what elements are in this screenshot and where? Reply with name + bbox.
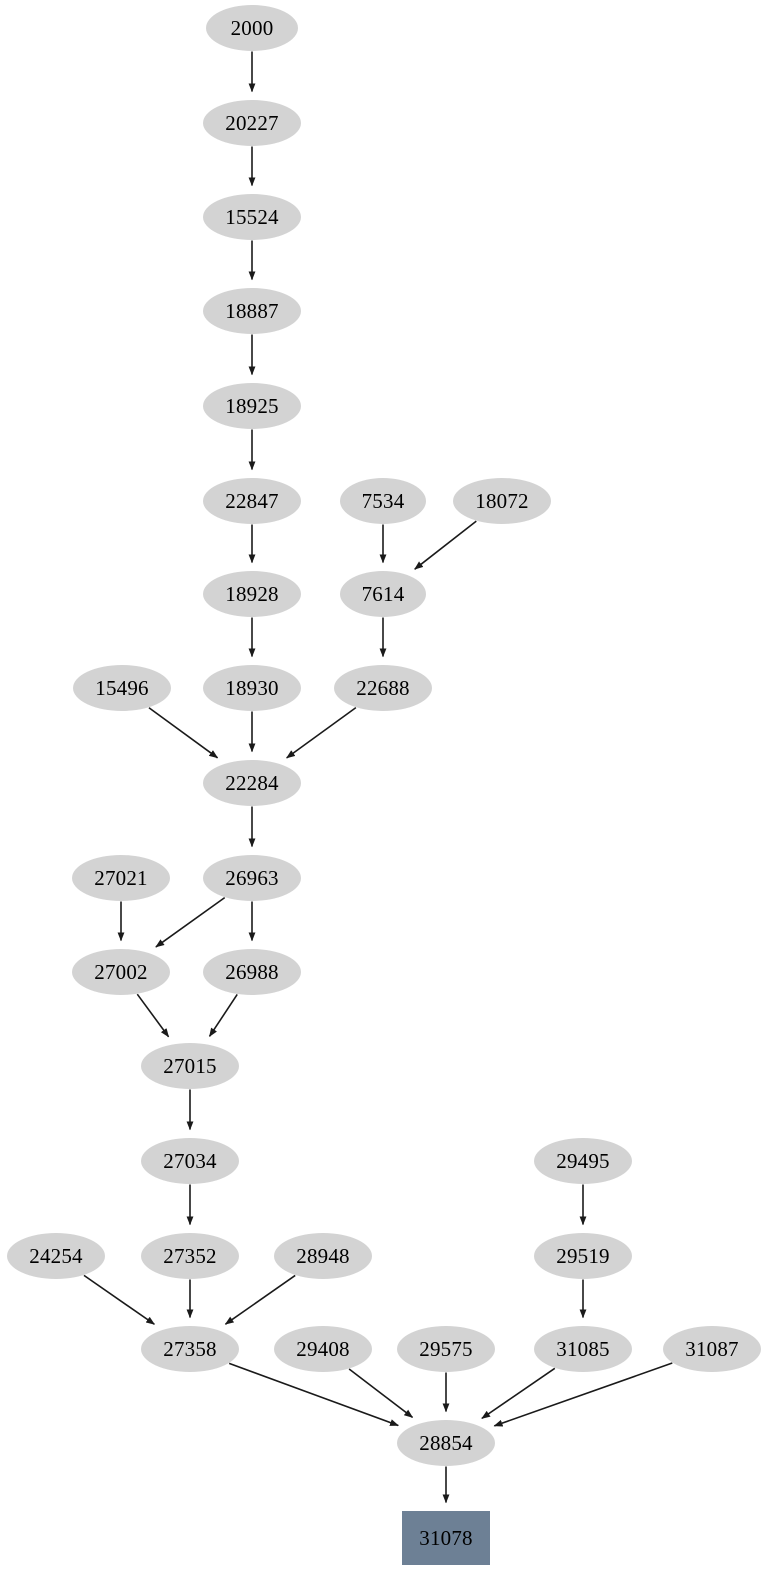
graph-node-label: 27352 <box>163 1243 217 1268</box>
graph-node-label: 22284 <box>225 770 279 795</box>
graph-node-18928[interactable]: 18928 <box>203 571 301 617</box>
graph-node-15524[interactable]: 15524 <box>203 194 301 240</box>
graph-node-label: 27034 <box>163 1148 217 1173</box>
graph-node-label: 29575 <box>419 1336 473 1361</box>
graph-node-31078[interactable]: 31078 <box>402 1511 490 1565</box>
graph-node-label: 22847 <box>225 488 279 513</box>
graph-node-27034[interactable]: 27034 <box>141 1138 239 1184</box>
graph-node-7534[interactable]: 7534 <box>340 478 426 524</box>
graph-node-2000[interactable]: 2000 <box>206 5 298 51</box>
graph-node-27015[interactable]: 27015 <box>141 1043 239 1089</box>
graph-node-27352[interactable]: 27352 <box>141 1233 239 1279</box>
graph-node-28854[interactable]: 28854 <box>397 1420 495 1466</box>
graph-node-29519[interactable]: 29519 <box>534 1233 632 1279</box>
graph-node-label: 29408 <box>296 1336 350 1361</box>
graph-node-27021[interactable]: 27021 <box>72 855 170 901</box>
graph-node-label: 27358 <box>163 1336 217 1361</box>
graph-node-label: 24254 <box>29 1243 83 1268</box>
graph-node-label: 7534 <box>361 488 405 513</box>
graph-node-29408[interactable]: 29408 <box>274 1326 372 1372</box>
graph-node-29495[interactable]: 29495 <box>534 1138 632 1184</box>
graph-node-27358[interactable]: 27358 <box>141 1326 239 1372</box>
graph-node-26963[interactable]: 26963 <box>203 855 301 901</box>
graph-node-label: 2000 <box>230 15 274 40</box>
graph-node-18930[interactable]: 18930 <box>203 665 301 711</box>
graph-node-24254[interactable]: 24254 <box>7 1233 105 1279</box>
graph-node-label: 18928 <box>225 581 279 606</box>
graph-node-15496[interactable]: 15496 <box>73 665 171 711</box>
graph-node-label: 7614 <box>361 581 405 606</box>
graph-node-22284[interactable]: 22284 <box>203 760 301 806</box>
graph-node-27002[interactable]: 27002 <box>72 949 170 995</box>
graph-node-label: 28854 <box>419 1430 473 1455</box>
graph-node-label: 31087 <box>685 1336 739 1361</box>
graph-node-label: 26988 <box>225 959 279 984</box>
graph-node-label: 28948 <box>296 1243 350 1268</box>
graph-node-label: 27015 <box>163 1053 217 1078</box>
graph-node-label: 29495 <box>556 1148 610 1173</box>
graph-node-label: 27002 <box>94 959 148 984</box>
graph-node-label: 29519 <box>556 1243 610 1268</box>
graph-node-31085[interactable]: 31085 <box>534 1326 632 1372</box>
graph-node-28948[interactable]: 28948 <box>274 1233 372 1279</box>
graph-node-22688[interactable]: 22688 <box>334 665 432 711</box>
graph-node-26988[interactable]: 26988 <box>203 949 301 995</box>
graph-node-label: 18925 <box>225 393 279 418</box>
graph-node-label: 18887 <box>225 298 279 323</box>
graph-node-label: 15496 <box>95 675 149 700</box>
graph-node-18925[interactable]: 18925 <box>203 383 301 429</box>
graph-node-label: 26963 <box>225 865 279 890</box>
graph-node-22847[interactable]: 22847 <box>203 478 301 524</box>
graph-node-label: 27021 <box>94 865 148 890</box>
graph-node-31087[interactable]: 31087 <box>663 1326 761 1372</box>
graph-node-label: 18930 <box>225 675 279 700</box>
graph-node-label: 31085 <box>556 1336 610 1361</box>
graph-node-label: 31078 <box>419 1525 473 1550</box>
graph-node-18072[interactable]: 18072 <box>453 478 551 524</box>
graph-node-label: 20227 <box>225 110 279 135</box>
graph-node-label: 15524 <box>225 204 279 229</box>
graph-node-20227[interactable]: 20227 <box>203 100 301 146</box>
graph-node-label: 22688 <box>356 675 410 700</box>
graph-node-18887[interactable]: 18887 <box>203 288 301 334</box>
graph-node-label: 18072 <box>475 488 529 513</box>
graph-node-7614[interactable]: 7614 <box>340 571 426 617</box>
graph-node-29575[interactable]: 29575 <box>397 1326 495 1372</box>
